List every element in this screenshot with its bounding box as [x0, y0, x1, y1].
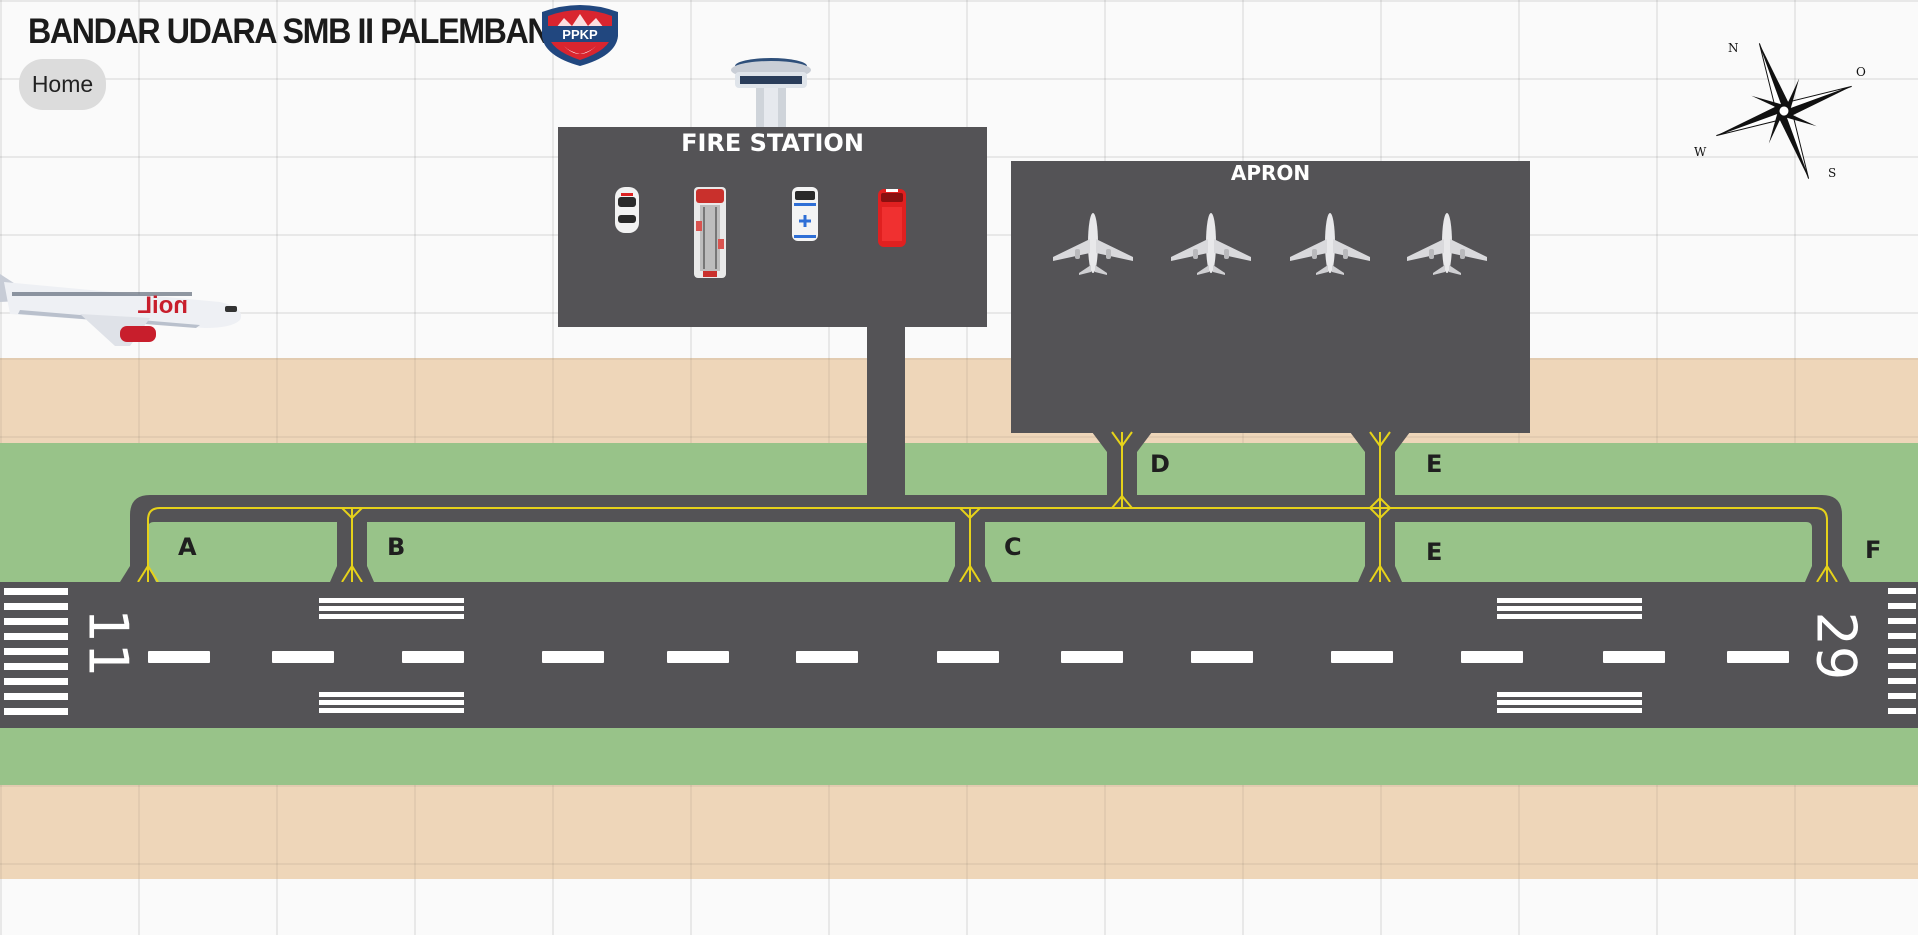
- svg-text:noiL: noiL: [137, 292, 188, 319]
- taxiway-label-f: F: [1865, 536, 1882, 564]
- taxiway-label-a: A: [178, 533, 197, 561]
- command-car-icon[interactable]: [613, 185, 641, 235]
- red-rescue-car-icon[interactable]: [876, 187, 908, 249]
- page-title: BANDAR UDARA SMB II PALEMBANG: [28, 12, 574, 51]
- fire-truck-icon[interactable]: [691, 185, 729, 280]
- home-button[interactable]: Home: [19, 59, 106, 110]
- runway-designator-11: 11: [76, 608, 140, 678]
- logo-text: PPKP: [562, 27, 598, 42]
- landing-aircraft-icon[interactable]: noiL: [0, 240, 250, 350]
- compass-s: S: [1828, 166, 1836, 180]
- compass-o: O: [1856, 65, 1866, 79]
- taxiway-label-c: C: [1004, 533, 1022, 561]
- fire-station-title: FIRE STATION: [681, 129, 864, 157]
- ppkp-logo: PPKP: [534, 2, 626, 68]
- fire-station-access-road: [867, 327, 905, 495]
- compass-rose-icon: N O S W: [1688, 34, 1870, 184]
- taxiway-label-e-upper: E: [1426, 450, 1443, 478]
- compass-n: N: [1728, 41, 1739, 55]
- compass-w: W: [1694, 145, 1707, 159]
- sand-area-south: [0, 785, 1918, 879]
- runway: 11 29: [0, 582, 1918, 728]
- taxiway-label-d: D: [1150, 450, 1170, 478]
- sand-area-north: [0, 358, 1918, 443]
- runway-designator-29: 29: [1804, 611, 1868, 681]
- ambulance-icon[interactable]: [790, 185, 820, 243]
- apron-title: APRON: [1230, 161, 1311, 185]
- taxiway-label-b: B: [387, 533, 406, 561]
- control-tower-icon: [728, 56, 814, 128]
- apron-area: APRON: [1011, 161, 1530, 433]
- taxiway-label-e-lower: E: [1426, 538, 1443, 566]
- fire-station-area: FIRE STATION: [558, 127, 987, 327]
